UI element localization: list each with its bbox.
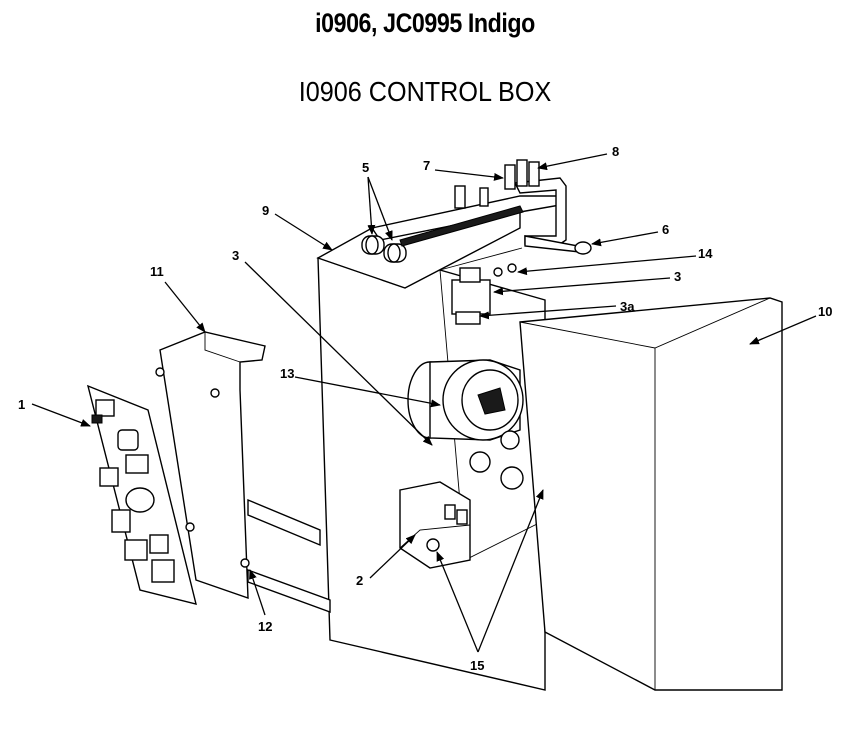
grommet-1	[493, 267, 503, 277]
callout-15: 15	[470, 658, 484, 673]
callout-2: 2	[356, 573, 363, 588]
callout-13: 13	[280, 366, 294, 381]
pressure-fitting-mid	[516, 159, 528, 187]
leader-12	[249, 569, 266, 616]
callout-9: 9	[262, 203, 269, 218]
leader-9	[274, 213, 333, 251]
leader-2	[369, 534, 416, 579]
callout-12: 12	[258, 619, 272, 634]
callout-7: 7	[423, 158, 430, 173]
leader-6	[591, 231, 659, 247]
leader-1	[31, 403, 91, 427]
callout-labels: 1 2 3 3 3a 5 6 7 8 9 10 11 12 13 14 15	[18, 144, 832, 673]
pressure-fitting-left	[504, 164, 516, 190]
leader-14	[517, 255, 697, 276]
leader-5a	[367, 176, 376, 235]
blower-motor	[407, 359, 524, 490]
leader-3-right	[493, 277, 671, 296]
control-board	[86, 384, 197, 605]
leader-10	[749, 315, 817, 345]
leader-5b	[367, 176, 393, 241]
callout-3-right: 3	[674, 269, 681, 284]
tube-fitting	[574, 241, 592, 255]
callout-1: 1	[18, 397, 25, 412]
leader-3a	[479, 305, 617, 320]
side-cover	[519, 297, 783, 691]
pcb-mounting-bracket	[155, 331, 331, 614]
callout-10: 10	[818, 304, 832, 319]
relay-assembly	[451, 263, 517, 325]
callout-8: 8	[612, 144, 619, 159]
callout-14: 14	[698, 246, 713, 261]
callout-3-left: 3	[232, 248, 239, 263]
callout-3a: 3a	[620, 299, 635, 314]
section-title: I0906 CONTROL BOX	[298, 76, 552, 107]
pressure-fitting-right	[528, 161, 540, 187]
leader-11	[164, 281, 206, 333]
leader-7	[434, 169, 504, 181]
top-rail-assembly	[361, 159, 592, 263]
leader-15b	[477, 489, 544, 653]
terminal-block	[399, 479, 550, 569]
callout-11: 11	[150, 264, 164, 279]
grommet-2	[507, 263, 517, 273]
model-title: i0906, JC0995 Indigo	[315, 8, 535, 38]
leader-8	[537, 153, 608, 171]
leader-15a	[436, 551, 479, 653]
leader-3-left	[244, 261, 433, 446]
callout-5: 5	[362, 160, 369, 175]
leader-lines	[31, 153, 817, 653]
leader-13	[294, 376, 441, 408]
callout-6: 6	[662, 222, 669, 237]
